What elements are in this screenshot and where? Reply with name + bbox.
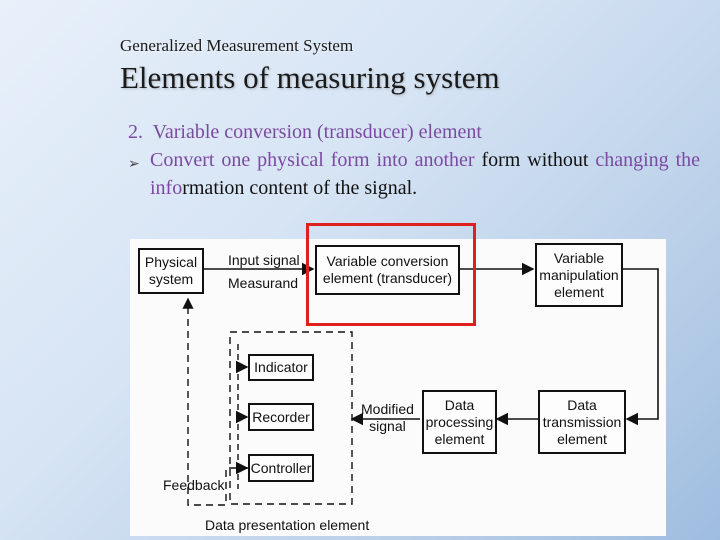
slide-subtitle: Generalized Measurement System [120, 36, 354, 55]
bullet-text-part2: form without [481, 149, 589, 171]
indicator-box: Indicator [248, 354, 314, 381]
slide-content: 2. Variable conversion (transducer) elem… [128, 118, 700, 202]
physical-system-label-1: Physical [144, 254, 198, 270]
processing-label-2: processing [425, 413, 494, 430]
bullet-text-part3: changing the info [150, 149, 701, 199]
processing-label-3: element [434, 430, 485, 447]
manipulation-label-3: element [554, 283, 604, 300]
transmission-label-1: Data [567, 396, 597, 413]
feedback-label: Feedback [163, 477, 225, 493]
data-transmission-box: Data transmission element [538, 390, 626, 454]
bullet-text: Convert one physical form into another f… [150, 146, 700, 202]
measurand-label: Measurand [228, 275, 299, 291]
arrow-manipulation-to-transmission [623, 268, 659, 426]
recorder-box: Recorder [248, 403, 314, 431]
controller-box: Controller [248, 454, 314, 482]
processing-label-1: Data [444, 396, 475, 413]
variable-manipulation-box: Variable manipulation element [535, 243, 623, 307]
presentation-dashed-box [229, 331, 353, 505]
transmission-label-3: element [557, 430, 607, 447]
arrow-bullet-icon: ➢ [128, 156, 140, 172]
data-processing-box: Data processing element [422, 390, 497, 454]
transmission-label-2: transmission [542, 413, 622, 430]
item-number: 2. [128, 121, 143, 143]
modified-signal-label: Modified signal [361, 401, 414, 435]
bullet-item: ➢ Convert one physical form into another… [128, 146, 700, 202]
modified-label-1: Modified [361, 401, 414, 417]
numbered-item: 2. Variable conversion (transducer) elem… [128, 118, 700, 146]
item-text: Variable conversion (transducer) element [152, 121, 482, 143]
data-presentation-label: Data presentation element [205, 517, 370, 533]
conversion-label-1: Variable conversion [326, 253, 449, 269]
slide-title: Elements of measuring system [120, 60, 500, 95]
manipulation-label-1: Variable [553, 249, 605, 266]
bullet-text-part1: Convert one physical form into another [150, 149, 482, 171]
manipulation-label-2: manipulation [539, 266, 619, 283]
feedback-dashed-path [182, 297, 248, 506]
diagram-connectors [182, 262, 659, 506]
input-signal-label: Input signal [228, 252, 300, 268]
variable-conversion-box: Variable conversion element (transducer) [315, 245, 460, 295]
bullet-text-part4: rmation content of the signal. [182, 177, 418, 199]
highlight-box [306, 223, 476, 326]
physical-system-box: Physical system [138, 248, 204, 294]
conversion-label-2: element (transducer) [322, 270, 453, 286]
physical-system-label-2: system [148, 271, 194, 287]
measurement-system-diagram: Physical system Input signal Measurand V… [130, 223, 666, 536]
modified-label-2: signal [369, 418, 406, 434]
